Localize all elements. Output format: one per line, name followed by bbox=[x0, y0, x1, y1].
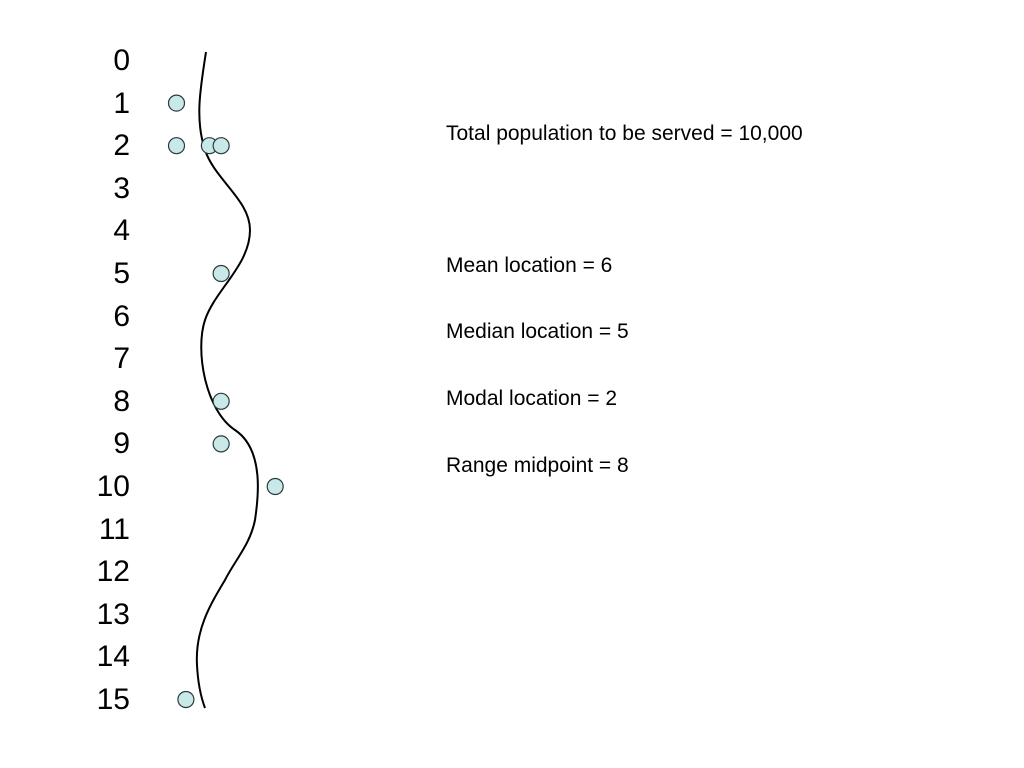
note-total-population: Total population to be served = 10,000 bbox=[446, 122, 803, 145]
note-mean-location: Mean location = 6 bbox=[446, 254, 613, 277]
scale-label-12: 12 bbox=[96, 555, 130, 589]
scale-label-11: 11 bbox=[98, 512, 130, 546]
scale-label-14: 14 bbox=[96, 640, 130, 674]
scale-label-15: 15 bbox=[96, 683, 130, 716]
note-median-location: Median location = 5 bbox=[446, 320, 629, 343]
household-marker-2 bbox=[167, 137, 186, 155]
scale-label-13: 13 bbox=[96, 597, 130, 631]
note-range-midpoint: Range midpoint = 8 bbox=[446, 454, 629, 477]
household-marker-1 bbox=[167, 94, 186, 112]
scale-label-6: 6 bbox=[113, 299, 130, 333]
scale-label-1: 1 bbox=[113, 86, 130, 120]
household-markers bbox=[167, 94, 284, 709]
road-line bbox=[195, 51, 259, 709]
household-marker-5 bbox=[212, 264, 230, 283]
household-marker-9 bbox=[177, 690, 195, 709]
household-marker-8 bbox=[266, 477, 284, 496]
scale-label-7: 7 bbox=[113, 342, 130, 376]
scale-label-4: 4 bbox=[113, 214, 130, 248]
scale-label-5: 5 bbox=[113, 257, 130, 290]
household-marker-4 bbox=[212, 137, 230, 155]
scale-label-9: 9 bbox=[113, 427, 130, 461]
summary-notes: Total population to be served = 10,000 M… bbox=[446, 119, 826, 477]
scale-label-10: 10 bbox=[96, 470, 130, 503]
scale-label-3: 3 bbox=[113, 171, 130, 205]
note-modal-location: Modal location = 2 bbox=[446, 387, 618, 410]
scale-label-0: 0 bbox=[113, 44, 130, 77]
household-marker-7 bbox=[212, 435, 230, 453]
scale-label-2: 2 bbox=[113, 129, 130, 163]
household-marker-6 bbox=[212, 392, 230, 410]
scale-label-8: 8 bbox=[113, 384, 130, 418]
